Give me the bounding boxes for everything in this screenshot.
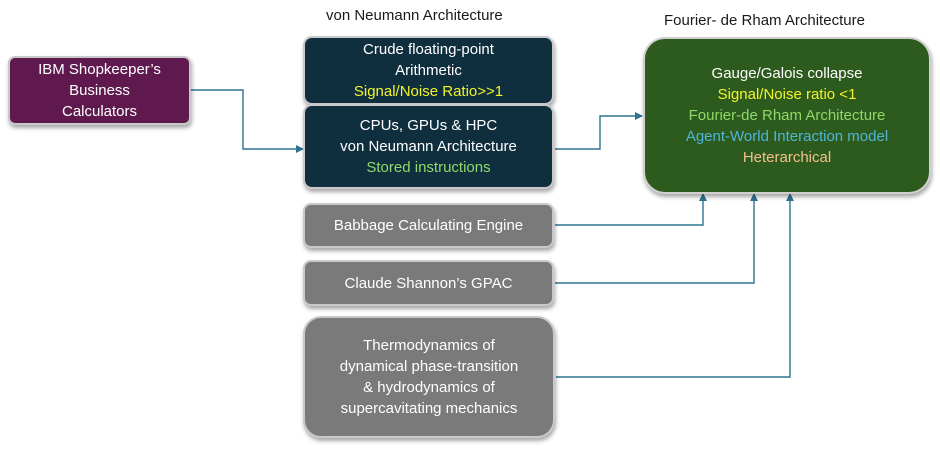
crude-line-1: Crude floating-point — [363, 41, 494, 58]
ibm-line-1: IBM Shopkeeper’s — [38, 61, 161, 78]
connector-ibm-to-cpus — [191, 89, 304, 153]
cpus-line-1: CPUs, GPUs & HPC — [359, 117, 498, 134]
shannon-label: Claude Shannon’s GPAC — [344, 274, 513, 292]
shannon-gpac-box: Claude Shannon’s GPAC — [303, 260, 554, 306]
cpus-line-3: Stored instructions — [366, 159, 491, 176]
connector-babbage-to-gauge — [555, 193, 707, 226]
ibm-line-2: Business — [69, 82, 130, 99]
gauge-line-3: Fourier-de Rham Architecture — [688, 107, 886, 124]
thermo-line-4: supercavitating mechanics — [340, 400, 518, 417]
gauge-line-5: Heterarchical — [742, 149, 832, 166]
crude-line-2: Arithmetic — [395, 62, 462, 79]
babbage-label: Babbage Calculating Engine — [333, 217, 524, 234]
gauge-line-2: Signal/Noise ratio <1 — [717, 86, 857, 103]
connector-shannon-to-gauge — [555, 193, 758, 284]
crude-line-3: Signal/Noise Ratio>>1 — [353, 83, 504, 100]
thermo-line-2: dynamical phase-transition — [339, 358, 519, 375]
gauge-galois-box: Gauge/Galois collapse Signal/Noise ratio… — [643, 37, 931, 194]
gauge-line-1: Gauge/Galois collapse — [711, 65, 863, 82]
connector-cpus-to-gauge — [555, 112, 643, 150]
thermodynamics-box: Thermodynamics of dynamical phase-transi… — [303, 316, 555, 438]
fourier-title: Fourier- de Rham Architecture — [664, 12, 865, 29]
thermo-line-1: Thermodynamics of — [363, 337, 495, 354]
connector-thermo-to-gauge — [556, 193, 794, 378]
thermo-line-3: & hydrodynamics of — [363, 379, 495, 396]
von-neumann-title: von Neumann Architecture — [326, 7, 503, 24]
gauge-line-4: Agent-World Interaction model — [685, 128, 889, 145]
cpus-gpus-hpc-box: CPUs, GPUs & HPC von Neumann Architectur… — [303, 104, 554, 189]
crude-arithmetic-box: Crude floating-point Arithmetic Signal/N… — [303, 36, 554, 105]
ibm-calculators-box: IBM Shopkeeper’s Business Calculators — [8, 56, 191, 125]
ibm-line-3: Calculators — [61, 103, 138, 120]
babbage-box: Babbage Calculating Engine — [303, 203, 554, 248]
cpus-line-2: von Neumann Architecture — [340, 138, 517, 155]
